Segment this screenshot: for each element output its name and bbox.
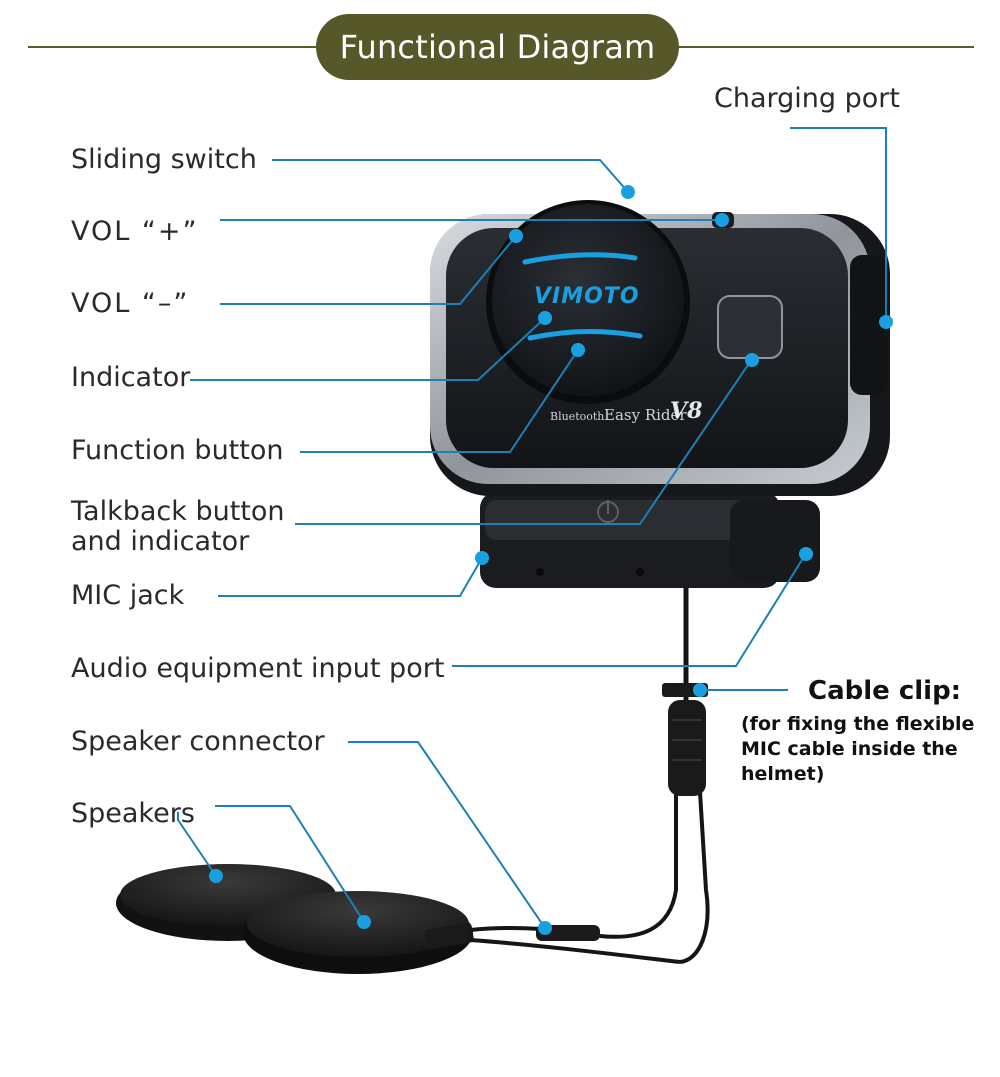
bluetooth-label: Bluetooth bbox=[550, 410, 605, 423]
label-vol-plus: VOL “+” bbox=[71, 216, 199, 247]
model-text: Easy Rider bbox=[604, 406, 687, 424]
label-mic-jack: MIC jack bbox=[71, 580, 185, 611]
label-sliding-switch: Sliding switch bbox=[71, 144, 257, 175]
page-title: Functional Diagram bbox=[316, 14, 679, 80]
cable-clip-note: (for fixing the flexible MIC cable insid… bbox=[741, 713, 975, 785]
label-function-button: Function button bbox=[71, 435, 284, 466]
brand-logo: VIMOTO bbox=[534, 284, 640, 309]
label-talkback-line2: and indicator bbox=[71, 526, 250, 557]
speaker-right bbox=[243, 891, 474, 974]
label-indicator: Indicator bbox=[71, 362, 191, 393]
mount-clamp bbox=[480, 492, 820, 588]
label-talkback-line1: Talkback button bbox=[71, 496, 285, 527]
label-audio-input: Audio equipment input port bbox=[71, 653, 445, 684]
leader-dots bbox=[209, 185, 893, 935]
page-title-text: Functional Diagram bbox=[339, 28, 656, 66]
label-charging-port: Charging port bbox=[714, 83, 900, 114]
label-speaker-connector: Speaker connector bbox=[71, 726, 325, 757]
control-dial bbox=[486, 200, 690, 404]
label-vol-minus: VOL “–” bbox=[71, 288, 190, 319]
label-speakers: Speakers bbox=[71, 798, 195, 829]
header-rule-left bbox=[28, 46, 328, 48]
cable-clip-title: Cable clip: bbox=[808, 676, 962, 706]
header-rule-right bbox=[668, 46, 974, 48]
speaker-connector-plug bbox=[536, 925, 600, 941]
talkback-button-face bbox=[717, 295, 783, 359]
model-number: V8 bbox=[670, 398, 703, 424]
leader-lines bbox=[177, 127, 887, 929]
